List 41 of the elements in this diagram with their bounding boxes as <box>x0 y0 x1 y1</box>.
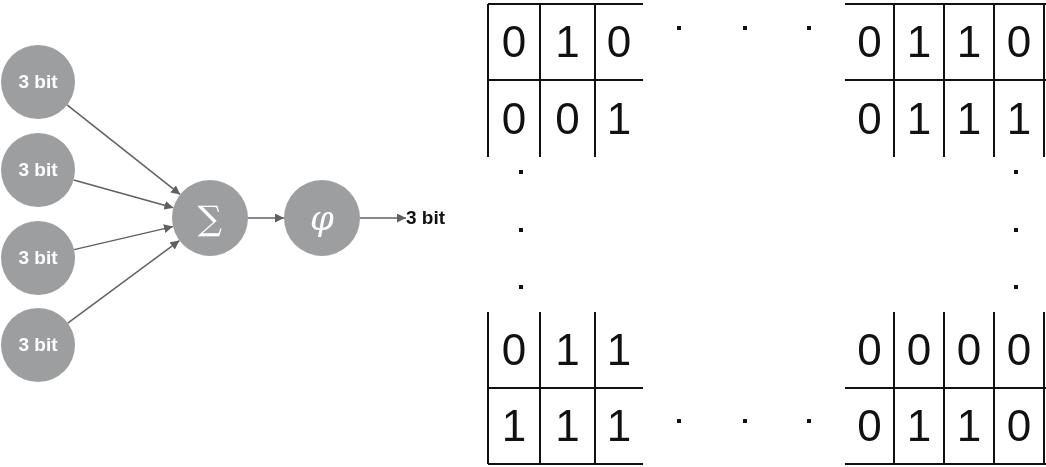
bit-value: 0 <box>605 17 633 67</box>
bit-value: 0 <box>500 93 528 144</box>
bit-value: 1 <box>500 401 528 451</box>
bit-value: 1 <box>955 17 983 67</box>
bit-value: 1 <box>905 401 933 451</box>
input-node: 3 bit <box>1 308 75 382</box>
arrow <box>359 213 407 223</box>
bit-value: 1 <box>605 401 633 451</box>
bit-value: 0 <box>905 325 933 375</box>
sum-node: ∑ <box>172 180 248 256</box>
bit-value: 1 <box>955 93 983 144</box>
bit-value: 0 <box>856 325 883 375</box>
input-node: 3 bit <box>1 133 75 207</box>
bit-value: 0 <box>856 93 883 144</box>
bit-value: 1 <box>605 325 633 375</box>
bit-value: 1 <box>605 93 633 144</box>
bit-value: 0 <box>500 17 528 67</box>
bit-value: 0 <box>856 401 883 451</box>
bit-value: 0 <box>1005 325 1033 375</box>
arrow <box>247 213 285 223</box>
bit-value: 0 <box>1005 17 1033 67</box>
output-label: 3 bit <box>406 207 446 229</box>
arrow <box>73 224 174 251</box>
input-node: 3 bit <box>1 45 75 119</box>
bit-value: 1 <box>905 93 933 144</box>
bit-value: 0 <box>955 325 983 375</box>
bit-value: 1 <box>554 17 581 67</box>
bit-value: 1 <box>905 17 933 67</box>
input-node: 3 bit <box>1 221 75 295</box>
bit-value: 0 <box>1005 401 1033 451</box>
bit-value: 0 <box>554 93 581 144</box>
bit-value: 0 <box>500 325 528 375</box>
activation-node: φ <box>284 180 360 256</box>
bit-value: 0 <box>856 17 883 67</box>
bit-value: 1 <box>554 325 581 375</box>
bit-value: 1 <box>1005 93 1033 144</box>
arrow <box>72 179 175 210</box>
bit-value: 1 <box>554 401 581 451</box>
arrow <box>66 104 181 196</box>
arrow <box>67 239 181 324</box>
bit-value: 1 <box>955 401 983 451</box>
